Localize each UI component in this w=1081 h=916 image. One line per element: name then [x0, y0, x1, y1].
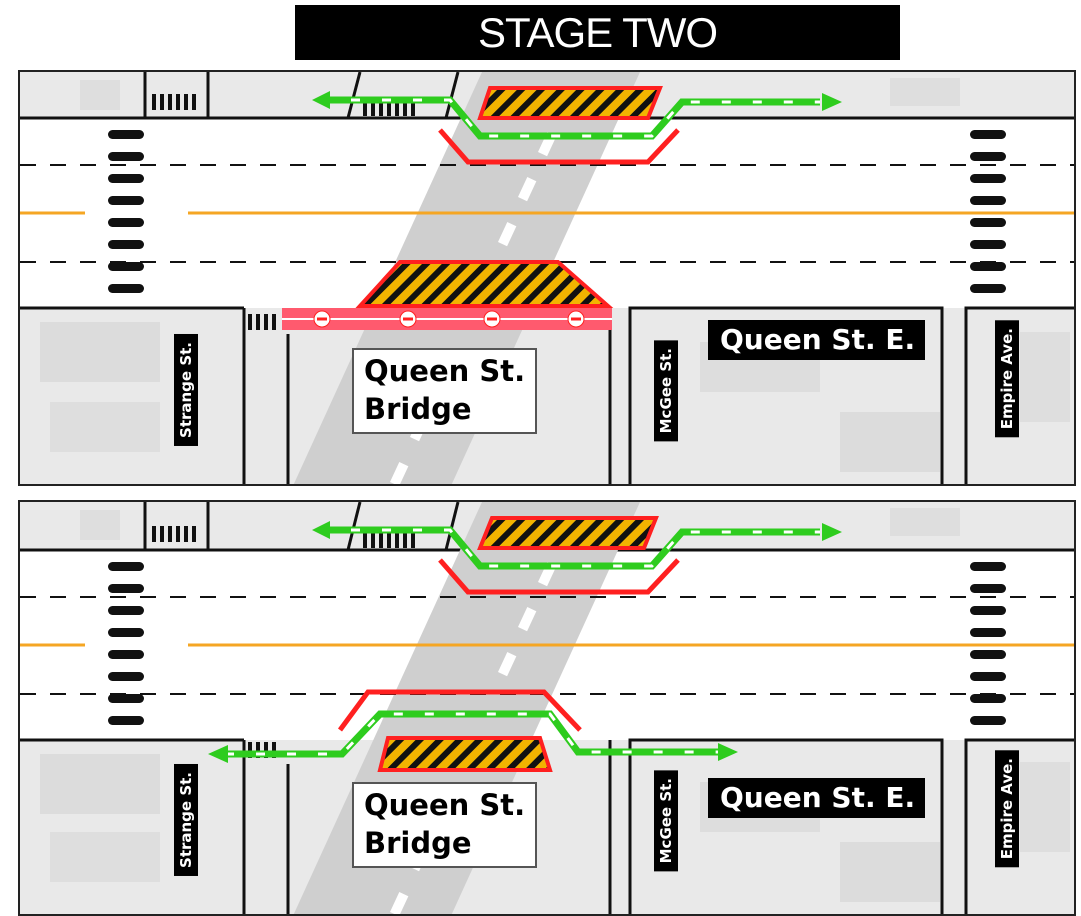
street-label-mcgee: McGee St. [654, 340, 678, 442]
bridge-label-line2: Bridge [364, 826, 472, 860]
street-label-empire: Empire Ave. [995, 320, 1019, 438]
stage-title: STAGE TWO [295, 5, 900, 60]
bridge-label-line1: Queen St. [364, 354, 526, 388]
stage-two-panel-1: Strange St. McGee St. Empire Ave. Queen … [18, 70, 1076, 486]
street-label-strange: Strange St. [174, 764, 198, 876]
bridge-label-line1: Queen St. [364, 788, 526, 822]
street-label-mcgee: McGee St. [654, 770, 678, 872]
street-label-strange: Strange St. [174, 334, 198, 446]
street-label-queen-east: Queen St. E. [708, 778, 926, 818]
bridge-label: Queen St. Bridge [352, 782, 538, 868]
bridge-label-line2: Bridge [364, 392, 472, 426]
street-label-queen-east: Queen St. E. [708, 320, 926, 360]
street-label-empire: Empire Ave. [995, 750, 1019, 868]
bridge-label: Queen St. Bridge [352, 348, 538, 434]
stage-two-panel-2: Strange St. McGee St. Empire Ave. Queen … [18, 500, 1076, 916]
